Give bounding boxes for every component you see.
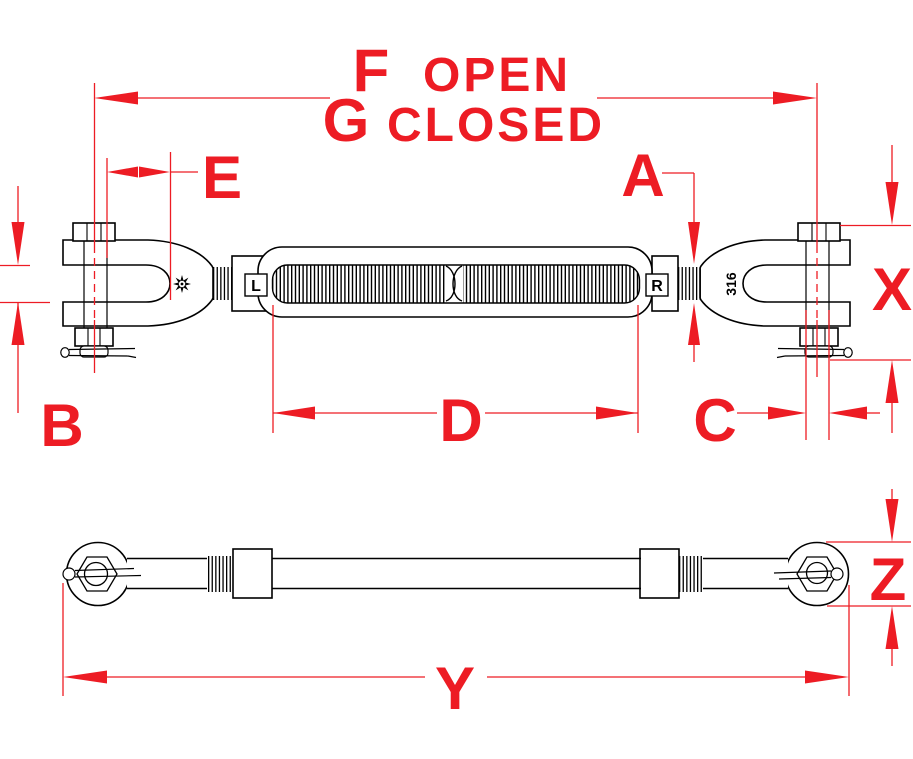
side-view [62, 541, 850, 607]
dim-label-x: X [872, 256, 912, 323]
side-left-eye [62, 541, 207, 607]
side-left-cotter-icon [62, 567, 142, 581]
material-marking: 316 [723, 272, 739, 296]
dim-label-a: A [621, 142, 664, 209]
thread-marking-left-box: L [244, 273, 268, 297]
side-right-cotter-icon [773, 567, 844, 581]
right-jaw [699, 222, 853, 359]
dim-label-f: F [353, 37, 390, 104]
dim-label-open: OPEN [423, 49, 571, 102]
thread-marking-right-box: R [645, 273, 669, 297]
dim-label-c: C [693, 387, 736, 454]
cotter-pin-icon [60, 347, 137, 359]
dim-label-z: Z [870, 546, 907, 613]
dimension-lines [0, 83, 911, 696]
side-right-block [639, 548, 680, 599]
side-right-eye [703, 541, 850, 607]
thread-marking-left: L [251, 278, 261, 295]
top-view: L R 316 [60, 222, 853, 359]
dim-label-b: B [40, 392, 83, 459]
left-jaw [60, 222, 214, 359]
dim-label-closed: CLOSED [387, 99, 605, 152]
suncor-star-icon [173, 275, 191, 293]
body-opening [271, 264, 641, 304]
body-threads [272, 265, 640, 303]
dim-label-y: Y [435, 655, 475, 722]
dimension-labels: F OPEN G CLOSED E A B C D X Y Z [40, 37, 912, 722]
dimension-arrowheads [11, 91, 899, 684]
dim-label-e: E [202, 144, 242, 211]
dim-label-d: D [439, 387, 482, 454]
thread-marking-right: R [651, 278, 663, 295]
dim-label-g: G [323, 87, 370, 154]
side-left-block [232, 548, 273, 599]
